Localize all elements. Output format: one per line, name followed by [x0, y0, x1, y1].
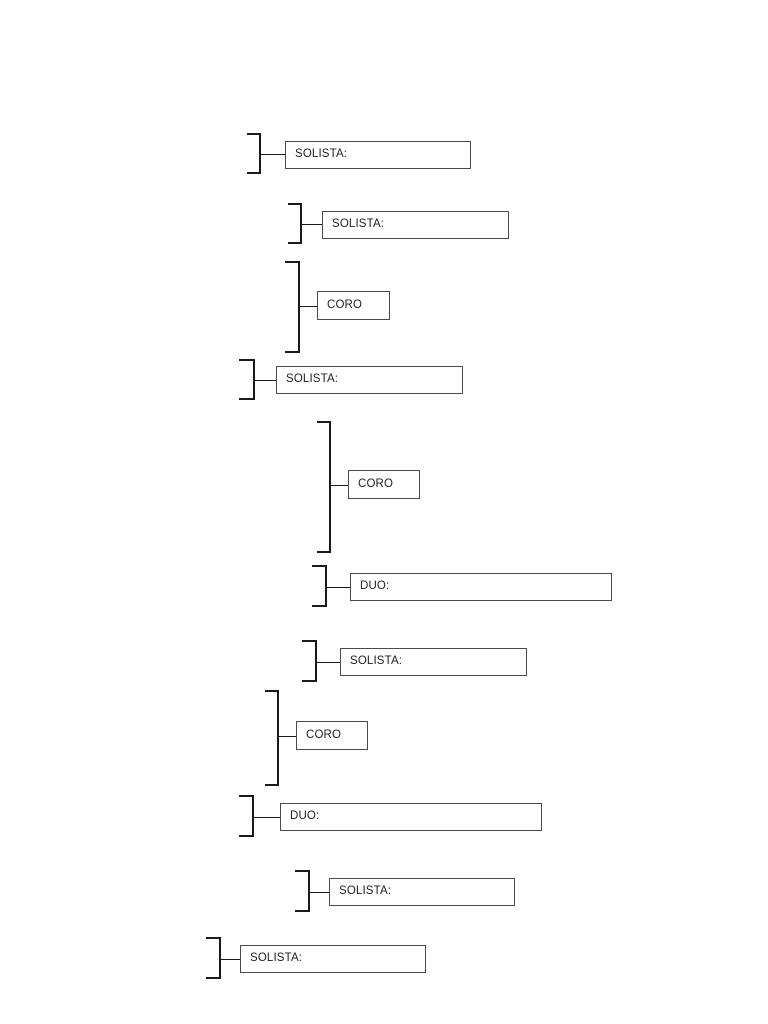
- field-label-text: CORO: [358, 477, 394, 490]
- field-label-text: CORO: [306, 728, 342, 741]
- field-label-text: SOLISTA:: [250, 952, 303, 965]
- bracket-icon: [239, 359, 255, 400]
- label-field[interactable]: DUO:: [350, 573, 612, 601]
- label-field[interactable]: CORO: [296, 721, 368, 750]
- field-label-text: SOLISTA:: [332, 218, 385, 231]
- label-field[interactable]: DUO:: [280, 803, 542, 831]
- connector-line: [279, 736, 296, 737]
- bracket-icon: [295, 870, 310, 912]
- connector-line: [331, 485, 348, 486]
- connector-line: [302, 224, 322, 225]
- bracket-icon: [265, 690, 279, 786]
- connector-line: [261, 154, 285, 155]
- field-label-text: SOLISTA:: [350, 655, 403, 668]
- bracket-icon: [288, 203, 302, 244]
- bracket-icon: [317, 421, 331, 553]
- field-label-text: SOLISTA:: [295, 148, 348, 161]
- bracket-icon: [247, 133, 261, 174]
- connector-line: [221, 959, 240, 960]
- connector-line: [255, 380, 276, 381]
- label-field[interactable]: SOLISTA:: [240, 945, 426, 973]
- label-field[interactable]: SOLISTA:: [276, 366, 463, 394]
- connector-line: [310, 892, 329, 893]
- field-label-text: SOLISTA:: [286, 373, 339, 386]
- field-label-text: SOLISTA:: [339, 885, 392, 898]
- label-field[interactable]: SOLISTA:: [340, 648, 527, 676]
- label-field[interactable]: CORO: [317, 291, 390, 320]
- connector-line: [300, 306, 317, 307]
- label-field[interactable]: SOLISTA:: [322, 211, 509, 239]
- connector-line: [317, 662, 340, 663]
- bracket-icon: [206, 937, 221, 979]
- bracket-icon: [239, 795, 254, 837]
- connector-line: [254, 817, 280, 818]
- connector-line: [327, 587, 350, 588]
- bracket-icon: [312, 565, 327, 607]
- bracket-icon: [285, 261, 300, 353]
- field-label-text: DUO:: [360, 580, 390, 593]
- bracket-icon: [302, 640, 317, 682]
- label-field[interactable]: SOLISTA:: [285, 141, 471, 169]
- label-field[interactable]: CORO: [348, 470, 420, 499]
- field-label-text: DUO:: [290, 810, 320, 823]
- field-label-text: CORO: [327, 298, 363, 311]
- label-field[interactable]: SOLISTA:: [329, 878, 515, 906]
